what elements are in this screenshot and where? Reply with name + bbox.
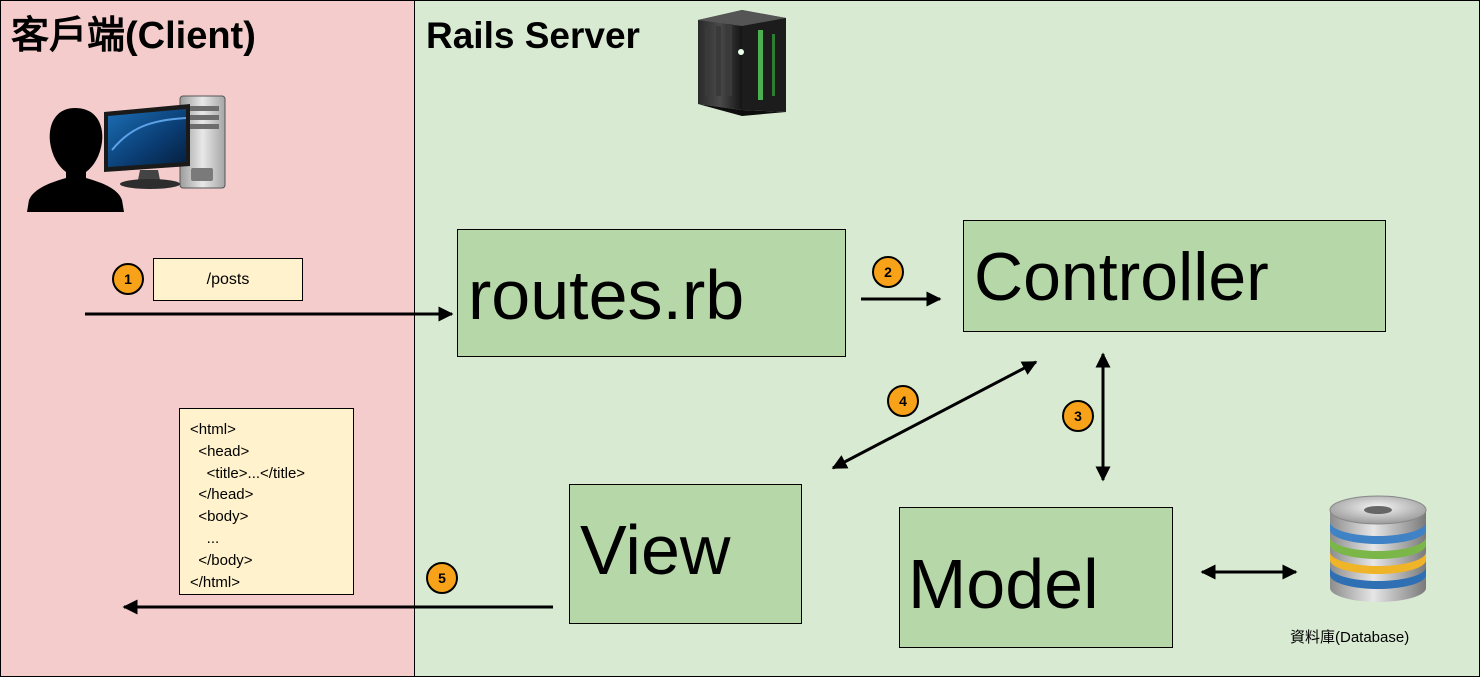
request-path: /posts (206, 270, 250, 288)
database-icon (1329, 495, 1427, 602)
controller-box: Controller (963, 220, 1386, 332)
server-rack-icon (698, 10, 786, 116)
step-badge-2: 2 (872, 256, 904, 288)
controller-view-arrow (831, 360, 1038, 470)
routes-label: routes.rb (468, 256, 745, 334)
step-badge-5: 5 (426, 562, 458, 594)
request-path-note: /posts (153, 258, 303, 301)
step-badge-4: 4 (887, 385, 919, 417)
step-number: 2 (884, 264, 892, 280)
controller-label: Controller (974, 239, 1269, 315)
database-caption: 資料庫(Database) (1290, 629, 1410, 646)
html-code-line: </head> (190, 486, 254, 504)
model-box: Model (899, 507, 1173, 648)
html-code-line: <html> (190, 421, 236, 438)
html-code-line: ... (190, 529, 220, 547)
view-label: View (580, 511, 731, 589)
html-code-line: </body> (190, 551, 253, 569)
user-icon (27, 108, 124, 212)
step-number: 1 (124, 271, 132, 287)
step-number: 3 (1074, 408, 1082, 424)
html-response-note: <html> <head> <title>...</title> </head>… (179, 408, 354, 595)
html-code-line: <title>...</title> (190, 464, 306, 482)
client-title: 客戶端(Client) (11, 15, 256, 57)
step-badge-3: 3 (1062, 400, 1094, 432)
model-label: Model (908, 544, 1099, 623)
view-box: View (569, 484, 802, 624)
html-code-line: </html> (190, 573, 241, 591)
html-code-line: <head> (190, 442, 250, 460)
html-code-line: <body> (190, 508, 249, 526)
routes-box: routes.rb (457, 229, 846, 357)
step-number: 5 (438, 570, 446, 586)
step-number: 4 (899, 393, 907, 409)
desktop-computer-icon (104, 95, 226, 189)
step-badge-1: 1 (112, 263, 144, 295)
server-title: Rails Server (426, 15, 640, 56)
